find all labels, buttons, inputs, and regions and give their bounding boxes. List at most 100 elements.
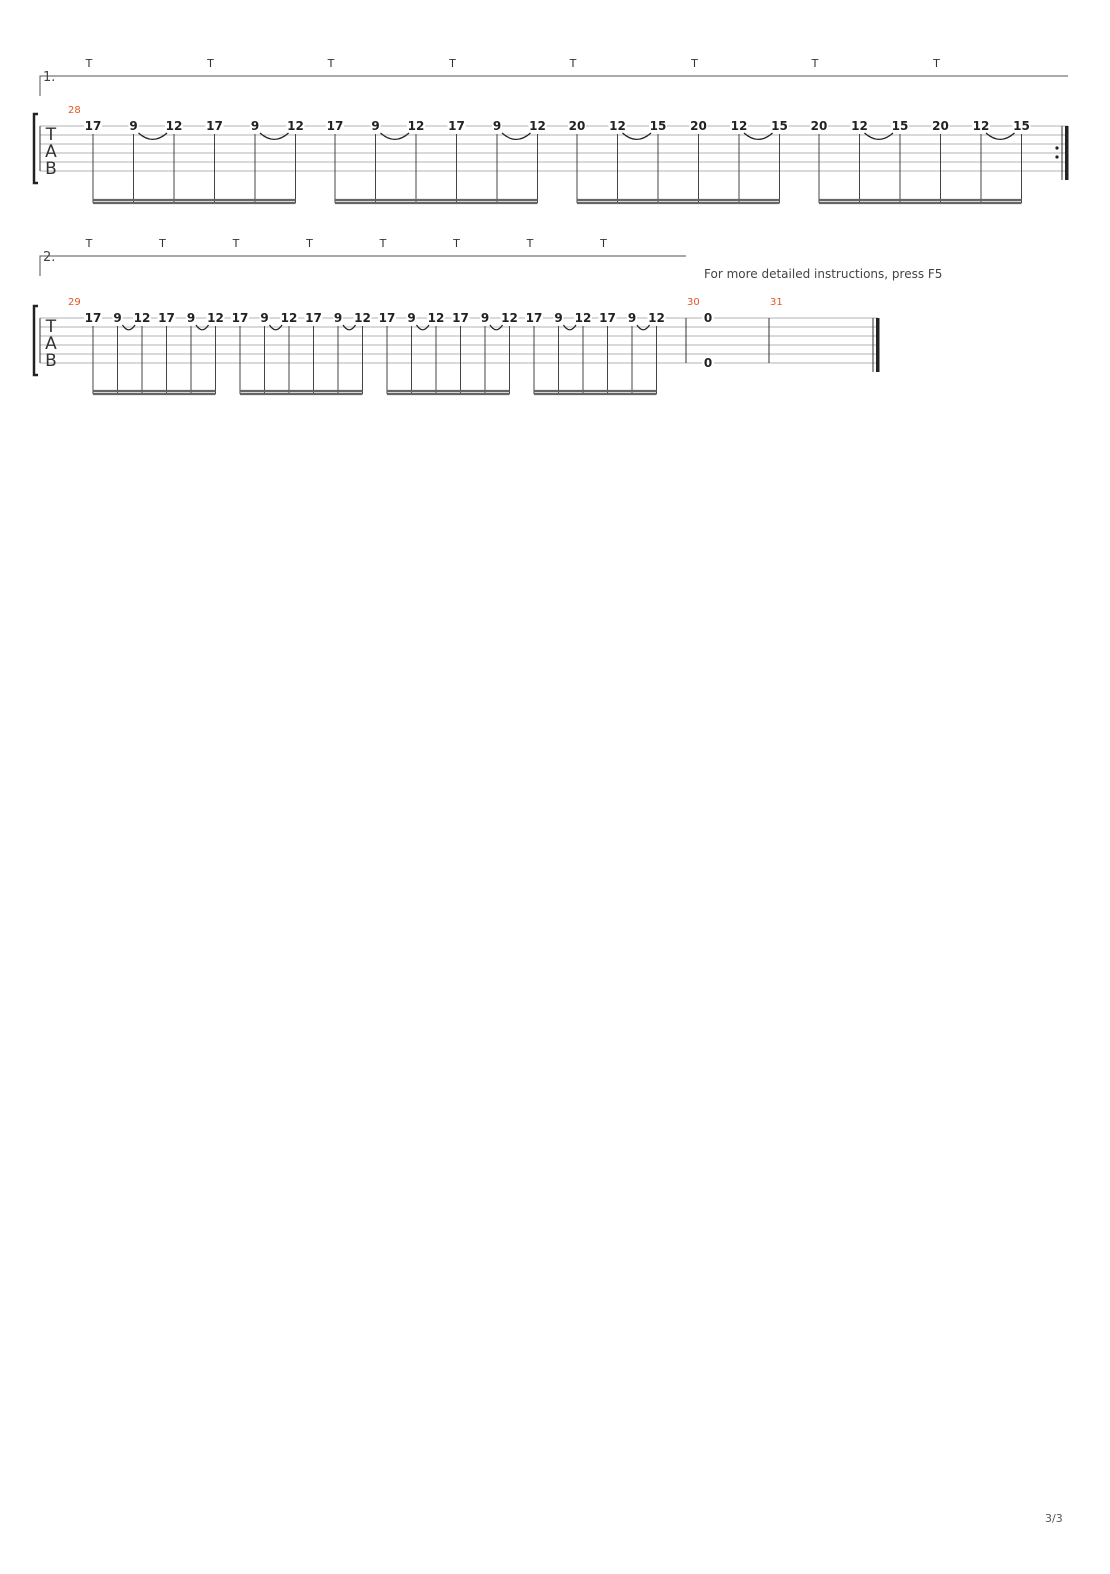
fret-backing [702, 311, 714, 323]
fret-backing [304, 311, 323, 323]
fret-number: 9 [260, 311, 268, 325]
fret-backing [689, 119, 708, 131]
fret-backing [84, 119, 102, 131]
slur [121, 324, 136, 331]
fret-backing [649, 119, 667, 131]
fret-number: 20 [811, 119, 828, 133]
fret-number: 20 [569, 119, 586, 133]
repeat-dot [1055, 155, 1059, 159]
fret-number: 15 [771, 119, 788, 133]
slur [195, 324, 210, 331]
fret-backing [931, 119, 950, 131]
fret-number: 12 [973, 119, 990, 133]
fret-backing [112, 311, 123, 323]
slur [636, 324, 651, 331]
fret-number: 17 [85, 311, 102, 325]
fret-number: 20 [690, 119, 707, 133]
fret-number: 17 [327, 119, 344, 133]
tab-clef-letter: A [45, 142, 57, 162]
fret-backing [333, 311, 343, 323]
fret-number: 9 [407, 311, 415, 325]
slur [380, 132, 410, 140]
fret-number: 17 [85, 119, 102, 133]
fret-backing [702, 356, 714, 368]
fret-number: 12 [166, 119, 183, 133]
fret-number: 17 [379, 311, 396, 325]
fret-number: 15 [650, 119, 667, 133]
fret-backing [647, 311, 666, 323]
page-number: 3/3 [1045, 1512, 1063, 1525]
slur [489, 324, 504, 331]
system-bracket [32, 304, 38, 377]
fret-backing [165, 119, 183, 131]
fret-backing [528, 119, 547, 131]
fret-number: 12 [281, 311, 298, 325]
fret-backing [407, 119, 425, 131]
measure-number: 29 [68, 297, 81, 308]
fret-backing [133, 311, 151, 323]
fret-number: 17 [206, 119, 223, 133]
volta-bracket [39, 255, 686, 276]
fret-number: 9 [481, 311, 489, 325]
tab-clef-letter: A [45, 334, 57, 354]
fret-number: 17 [232, 311, 249, 325]
tap-mark: T [379, 237, 387, 250]
fret-number: 12 [354, 311, 371, 325]
fret-backing [1012, 119, 1031, 131]
fret-backing [627, 311, 637, 323]
fret-backing [186, 311, 196, 323]
measure-number: 30 [687, 297, 700, 308]
fret-number: 9 [113, 311, 121, 325]
fret-backing [608, 119, 627, 131]
fret-number: 17 [452, 311, 469, 325]
fret-backing [480, 311, 490, 323]
fret-number: 12 [609, 119, 626, 133]
slur [864, 132, 894, 140]
fret-number: 0 [704, 311, 712, 325]
fret-backing [574, 311, 592, 323]
fret-number: 12 [648, 311, 665, 325]
fret-number: 12 [428, 311, 445, 325]
fret-backing [598, 311, 617, 323]
tap-mark: T [811, 57, 819, 70]
tap-mark: T [526, 237, 534, 250]
fret-number: 15 [892, 119, 909, 133]
slur [415, 324, 430, 331]
fret-backing [280, 311, 298, 323]
fret-number: 15 [1013, 119, 1030, 133]
slur [342, 324, 357, 331]
tap-mark: T [452, 237, 460, 250]
fret-number: 9 [129, 119, 137, 133]
tap-mark: T [569, 57, 577, 70]
fret-backing [205, 119, 224, 131]
tab-clef-letter: T [45, 317, 57, 337]
fret-backing [206, 311, 225, 323]
fret-number: 12 [851, 119, 868, 133]
fret-backing [353, 311, 372, 323]
volta-bracket [39, 75, 1068, 96]
fret-number: 9 [371, 119, 379, 133]
tap-mark: T [599, 237, 607, 250]
tab-clef-letter: B [45, 159, 57, 179]
tap-mark: T [327, 57, 335, 70]
fret-backing [286, 119, 305, 131]
fret-backing [250, 119, 260, 131]
fret-backing [378, 311, 396, 323]
fret-number: 17 [305, 311, 322, 325]
fret-number: 17 [599, 311, 616, 325]
fret-backing [231, 311, 249, 323]
fret-backing [810, 119, 828, 131]
instruction-note: For more detailed instructions, press F5 [704, 267, 943, 281]
fret-backing [492, 119, 502, 131]
slur [501, 132, 531, 140]
tap-mark: T [448, 57, 456, 70]
fret-number: 9 [493, 119, 501, 133]
fret-backing [451, 311, 470, 323]
fret-number: 17 [526, 311, 543, 325]
fret-backing [525, 311, 543, 323]
fret-backing [427, 311, 445, 323]
